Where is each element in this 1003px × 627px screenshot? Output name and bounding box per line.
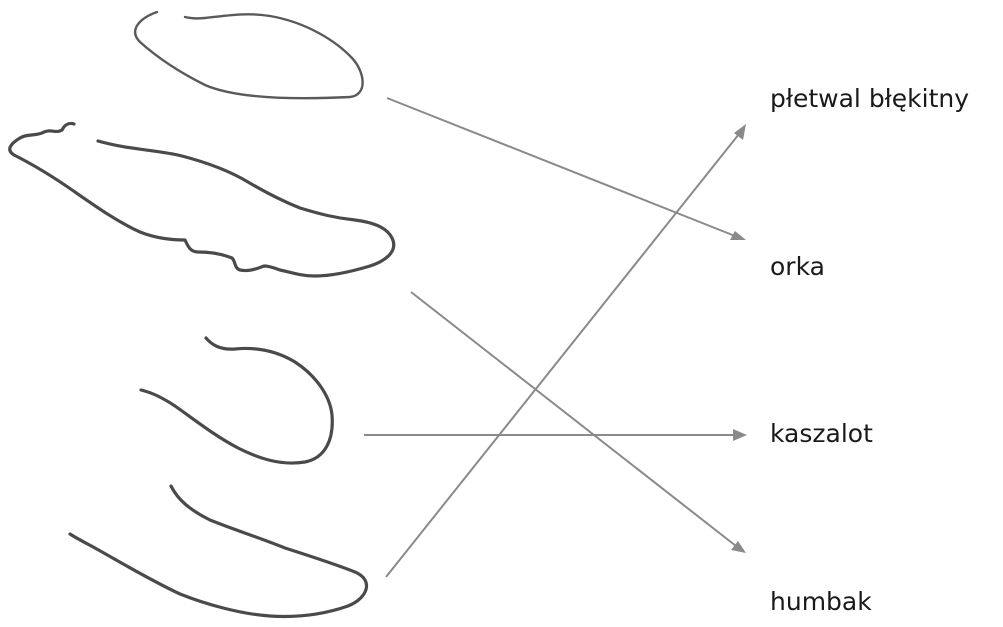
whale-outline-3 — [139, 336, 334, 465]
whale-outline-1 — [134, 10, 364, 100]
label-kaszalot: kaszalot — [770, 419, 873, 448]
label-pletwal-blekitny: płetwal błękitny — [770, 84, 970, 113]
whale-outline-2 — [8, 121, 396, 278]
label-orka: orka — [770, 252, 825, 281]
arrow-2 — [410, 291, 746, 553]
arrow-4 — [385, 124, 746, 578]
whale-outline-4 — [68, 484, 369, 619]
arrow-3 — [364, 429, 747, 441]
arrowhead-4 — [734, 124, 746, 140]
arrowhead-2 — [731, 541, 746, 553]
arrowhead-1 — [730, 231, 746, 240]
arrowhead-3 — [733, 429, 747, 441]
label-humbak: humbak — [770, 587, 872, 616]
arrow-1 — [386, 97, 746, 240]
